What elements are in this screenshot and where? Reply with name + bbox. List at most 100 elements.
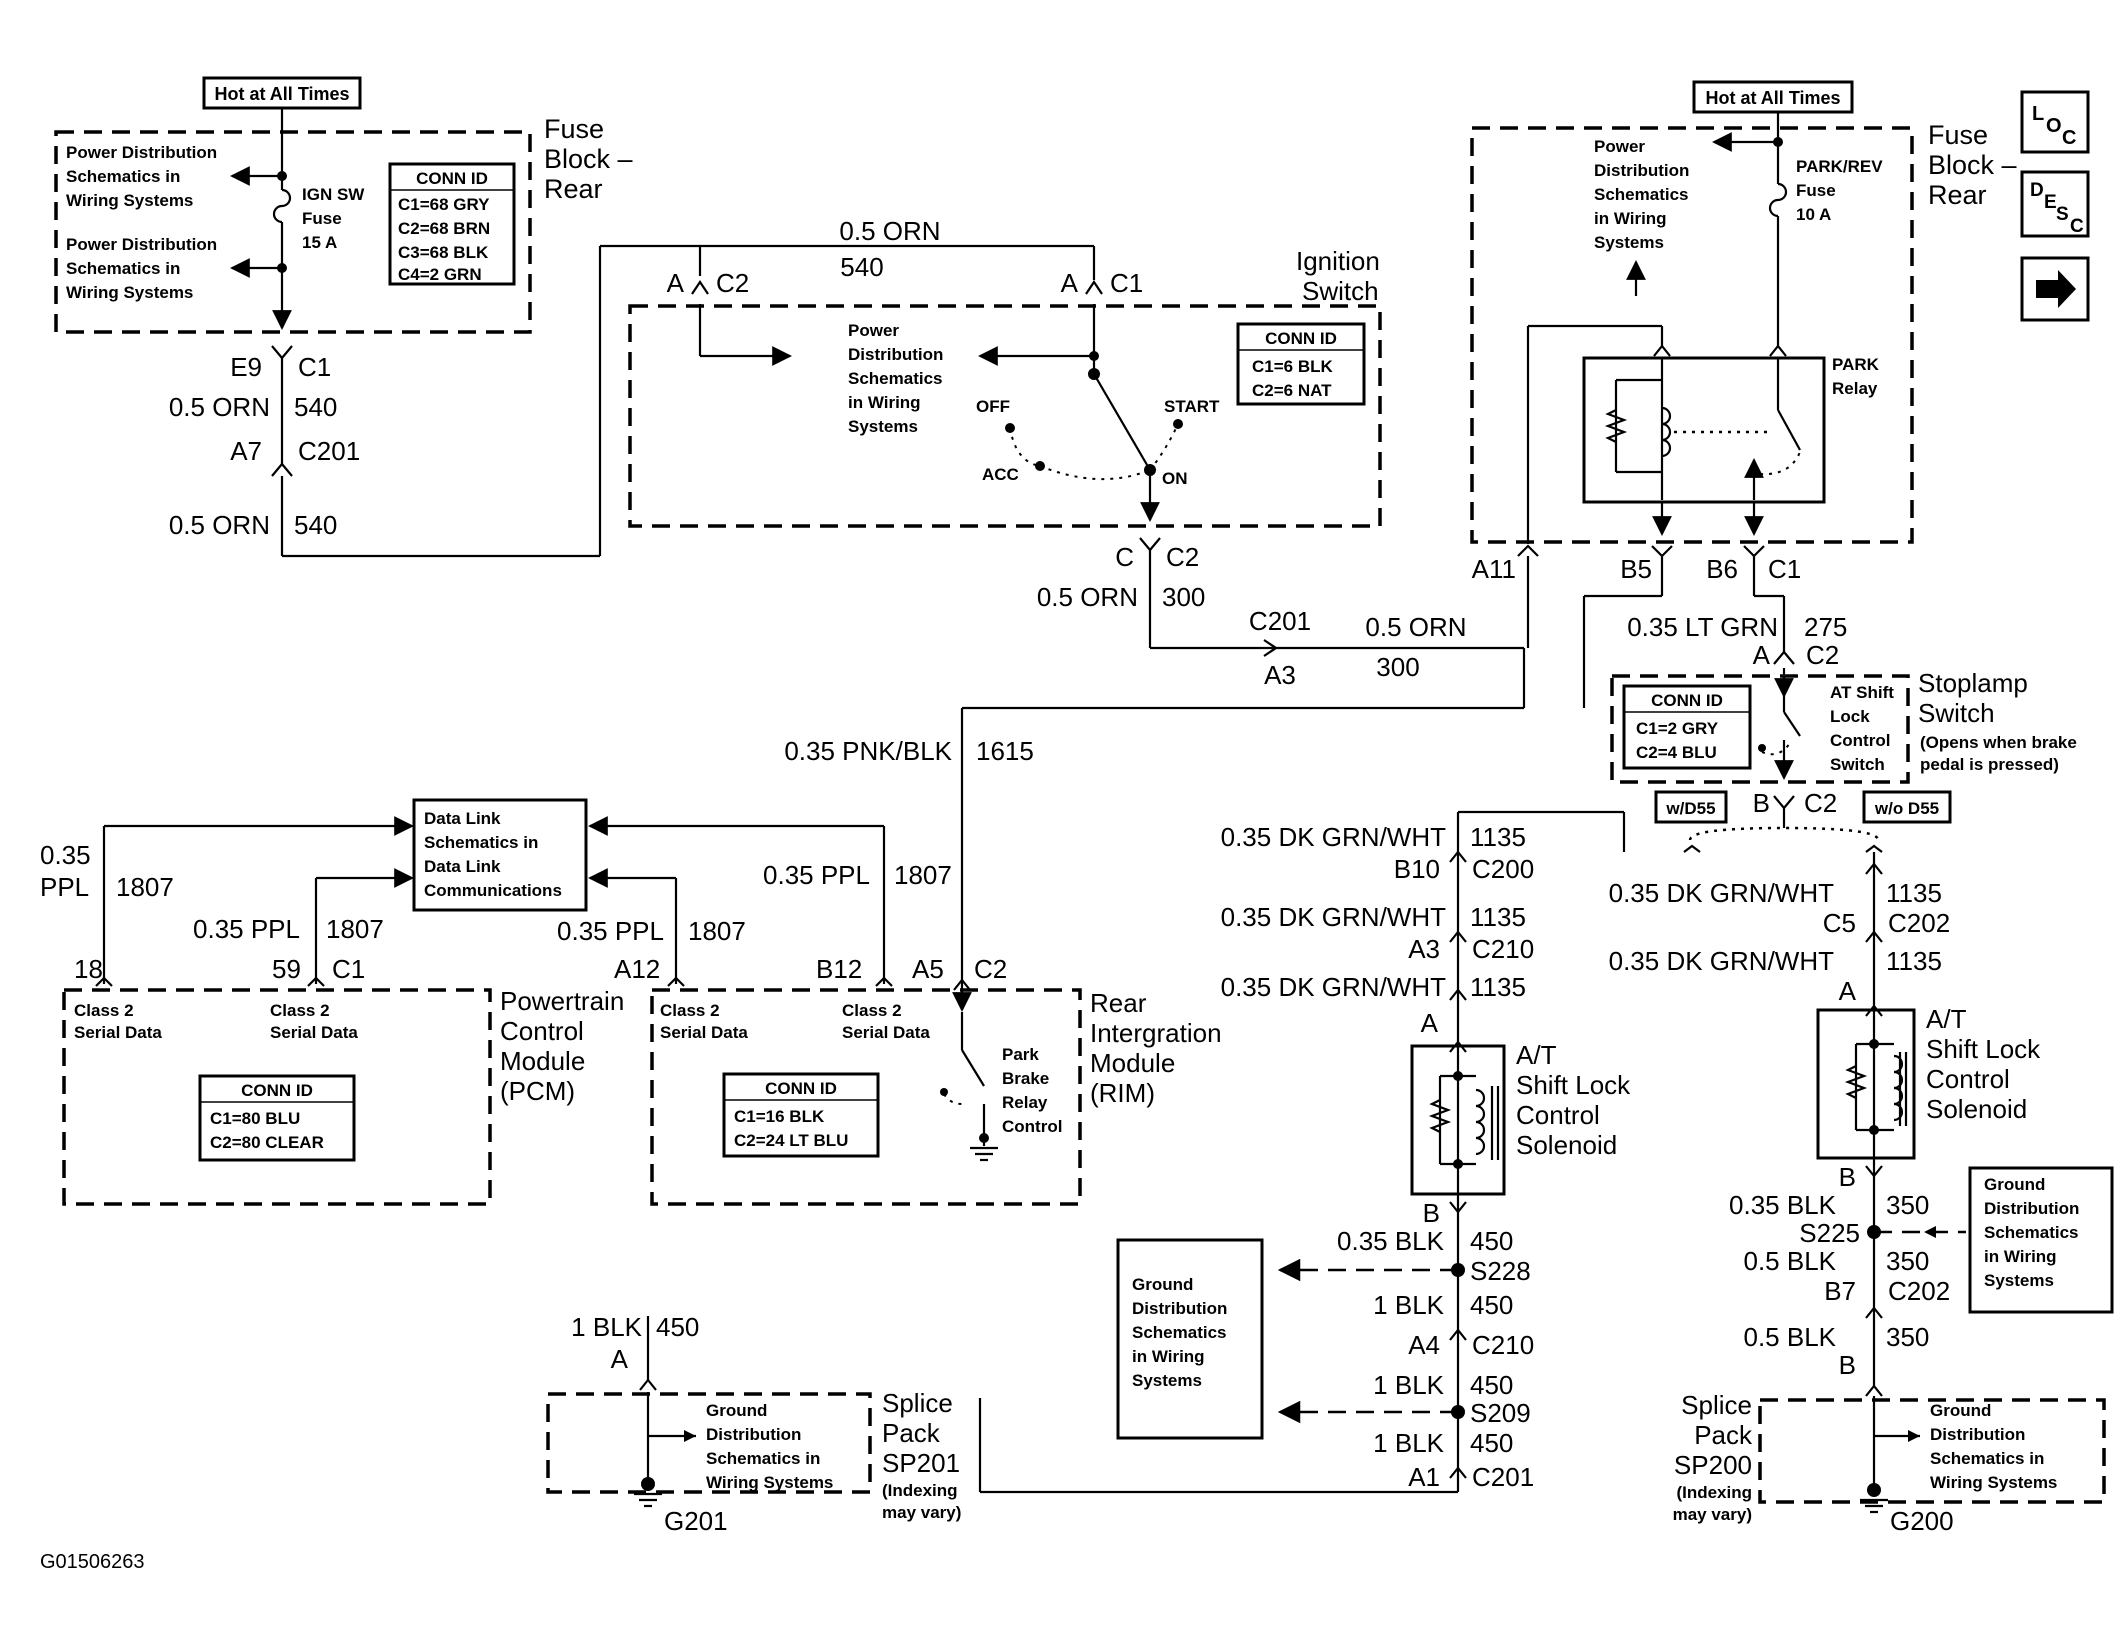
label-mid_column-p1: B10 [1394, 854, 1440, 884]
label-mid_column-c6: 450 [1470, 1370, 1513, 1400]
label-fuse_block_left-fuse_label-2: 15 A [302, 233, 337, 252]
label-ignition-conn_ids-0: C1=6 BLK [1252, 357, 1333, 376]
label-left_splice-ground-2: Schematics in [706, 1449, 820, 1468]
label-fuse_block_left-conn_id_title: CONN ID [416, 169, 488, 188]
label-pcm_circuit-a5: A5 [912, 954, 944, 984]
label-mid_column-k7: C201 [1472, 1462, 1534, 1492]
label-mid_column-w5: 1 BLK [1373, 1290, 1444, 1320]
label-mid_column-p5: A4 [1408, 1330, 1440, 1360]
label-right_column-p5: B [1839, 1350, 1856, 1380]
label-pcm_circuit-pin18: 18 [74, 954, 103, 984]
label-left_splice-title-1: Pack [882, 1418, 941, 1448]
label-left_harness-wire_2: 0.5 ORN [169, 510, 270, 540]
label-fuse_block_left-pds_2-0: Power Distribution [66, 235, 217, 254]
label-mid_column-w6: 1 BLK [1373, 1370, 1444, 1400]
label-stoplamp-a: A [1753, 640, 1771, 670]
loc-button[interactable]: L O C [2020, 90, 2090, 154]
label-pcm-conn_ids-0: C1=80 BLU [210, 1109, 300, 1128]
ignition-switch: 0.5 ORN 540 A C2 A C1 Ignition Switch Po… [628, 216, 1524, 690]
label-pcm-title-2: Module [500, 1046, 585, 1076]
label-right_column-c4: 350 [1886, 1246, 1929, 1276]
next-arrow-button[interactable] [2020, 256, 2090, 322]
label-left_harness-circ_2: 540 [294, 510, 337, 540]
label-stoplamp-note-1: pedal is pressed) [1920, 755, 2059, 774]
label-rim-conn_ids-0: C1=16 BLK [734, 1107, 825, 1126]
label-stoplamp-wire: 0.35 LT GRN [1627, 612, 1778, 642]
label-mid_column-k5: C210 [1472, 1330, 1534, 1360]
svg-text:E: E [2044, 192, 2057, 213]
label-pcm-serial1-0: Class 2 [74, 1001, 134, 1020]
label-ignition-c2: C2 [1166, 542, 1199, 572]
label-pcm-serial1-1: Serial Data [74, 1023, 162, 1042]
label-fuse_block_left-pds_2-1: Schematics in [66, 259, 180, 278]
label-stoplamp-circ: 275 [1804, 612, 1847, 642]
label-mid_column-pa: A [1421, 1008, 1439, 1038]
label-fuse_block_right-fuse_label-0: PARK/REV [1796, 157, 1883, 176]
label-right_column-w5: 0.5 BLK [1743, 1322, 1836, 1352]
label-fuse_block_left-title-1: Block – [544, 144, 633, 174]
label-rim-serial2-0: Class 2 [842, 1001, 902, 1020]
label-right_column-solenoid-0: A/T [1926, 1004, 1967, 1034]
label-left_splice-title-0: Splice [882, 1388, 953, 1418]
label-ignition-pds-1: Distribution [848, 345, 943, 364]
hot-label-left: Hot at All Times [214, 84, 349, 104]
label-stoplamp-title-0: Stoplamp [1918, 668, 2028, 698]
label-left_harness-wire_1: 0.5 ORN [169, 392, 270, 422]
label-fuse_block_right-title-1: Block – [1928, 150, 2017, 180]
label-fuse_block_right-pds-1: Distribution [1594, 161, 1689, 180]
label-pcm_circuit-ppl_rim: 0.35 PPL [763, 860, 870, 890]
label-pcm-title-0: Powertrain [500, 986, 624, 1016]
svg-text:S: S [2056, 204, 2069, 225]
label-right_column-c5: 350 [1886, 1322, 1929, 1352]
label-fuse_block_left-fuse_label-0: IGN SW [302, 185, 365, 204]
label-fuse_block_left-pds_2-2: Wiring Systems [66, 283, 193, 302]
label-fuse_block_left-conn_ids-1: C2=68 BRN [398, 219, 490, 238]
label-pcm_circuit-ppl_mid_circ: 1807 [326, 914, 384, 944]
label-pcm_circuit-ppl_left_circ: 1807 [116, 872, 174, 902]
label-mid_column-c5: 450 [1470, 1290, 1513, 1320]
label-stoplamp-conn_id_title: CONN ID [1651, 691, 1723, 710]
label-mid_column-ground-1: Distribution [1132, 1299, 1227, 1318]
label-mid_column-w2: 0.35 DK GRN/WHT [1221, 902, 1446, 932]
label-fuse_block_left-title-2: Rear [544, 174, 603, 204]
label-mid_column-solenoid-1: Shift Lock [1516, 1070, 1631, 1100]
label-right_column-solenoid-3: Solenoid [1926, 1094, 2027, 1124]
label-left_splice-ground-3: Wiring Systems [706, 1473, 833, 1492]
label-right_column-ground-2: Schematics [1984, 1223, 2079, 1242]
label-left_harness-c201: C201 [298, 436, 360, 466]
label-fuse_block_left-pds_1-2: Wiring Systems [66, 191, 193, 210]
label-left_harness-c1: C1 [298, 352, 331, 382]
label-right_column-ground-0: Ground [1984, 1175, 2045, 1194]
desc-button[interactable]: D E S C [2020, 170, 2090, 238]
arrow-right-icon [2036, 270, 2076, 308]
figure-id: G01506263 [40, 1551, 145, 1573]
label-mid_column-k1: C200 [1472, 854, 1534, 884]
label-left_splice-wire: 1 BLK [571, 1312, 642, 1342]
label-mid_column-w4: 0.35 BLK [1337, 1226, 1445, 1256]
label-fuse_block_right-title-2: Rear [1928, 180, 1987, 210]
label-pcm_circuit-ppl_rim2: 0.35 PPL [557, 916, 664, 946]
label-rim-relay-0: Park [1002, 1045, 1039, 1064]
label-rim-title-1: Intergration [1090, 1018, 1222, 1048]
label-pcm_circuit-ppl_rim_circ: 1807 [894, 860, 952, 890]
label-mid_column-k2: C210 [1472, 934, 1534, 964]
label-rim-title-2: Module [1090, 1048, 1175, 1078]
label-left_splice-ground-0: Ground [706, 1401, 767, 1420]
label-fuse_block_left-title-0: Fuse [544, 114, 604, 144]
label-right_column-splice_ground-0: Ground [1930, 1401, 1991, 1420]
label-pcm_circuit-pnk_wire: 0.35 PNK/BLK [784, 736, 952, 766]
label-mid_column-w7: 1 BLK [1373, 1428, 1444, 1458]
label-pcm-title-3: (PCM) [500, 1076, 575, 1106]
label-pcm_circuit-data_link-2: Data Link [424, 857, 501, 876]
label-right_column-ground-3: in Wiring [1984, 1247, 2057, 1266]
label-left_harness-circ_1: 540 [294, 392, 337, 422]
label-left_splice-note-0: (Indexing [882, 1481, 958, 1500]
label-rim-relay-1: Brake [1002, 1069, 1049, 1088]
label-left_splice-note-1: may vary) [882, 1503, 961, 1522]
label-fuse_block_right-pds-2: Schematics [1594, 185, 1689, 204]
label-right_column-solenoid-2: Control [1926, 1064, 2010, 1094]
label-left_harness-e9: E9 [230, 352, 262, 382]
label-fuse_block_right-b6: B6 [1706, 554, 1738, 584]
label-mid_column-s209: S209 [1470, 1398, 1531, 1428]
